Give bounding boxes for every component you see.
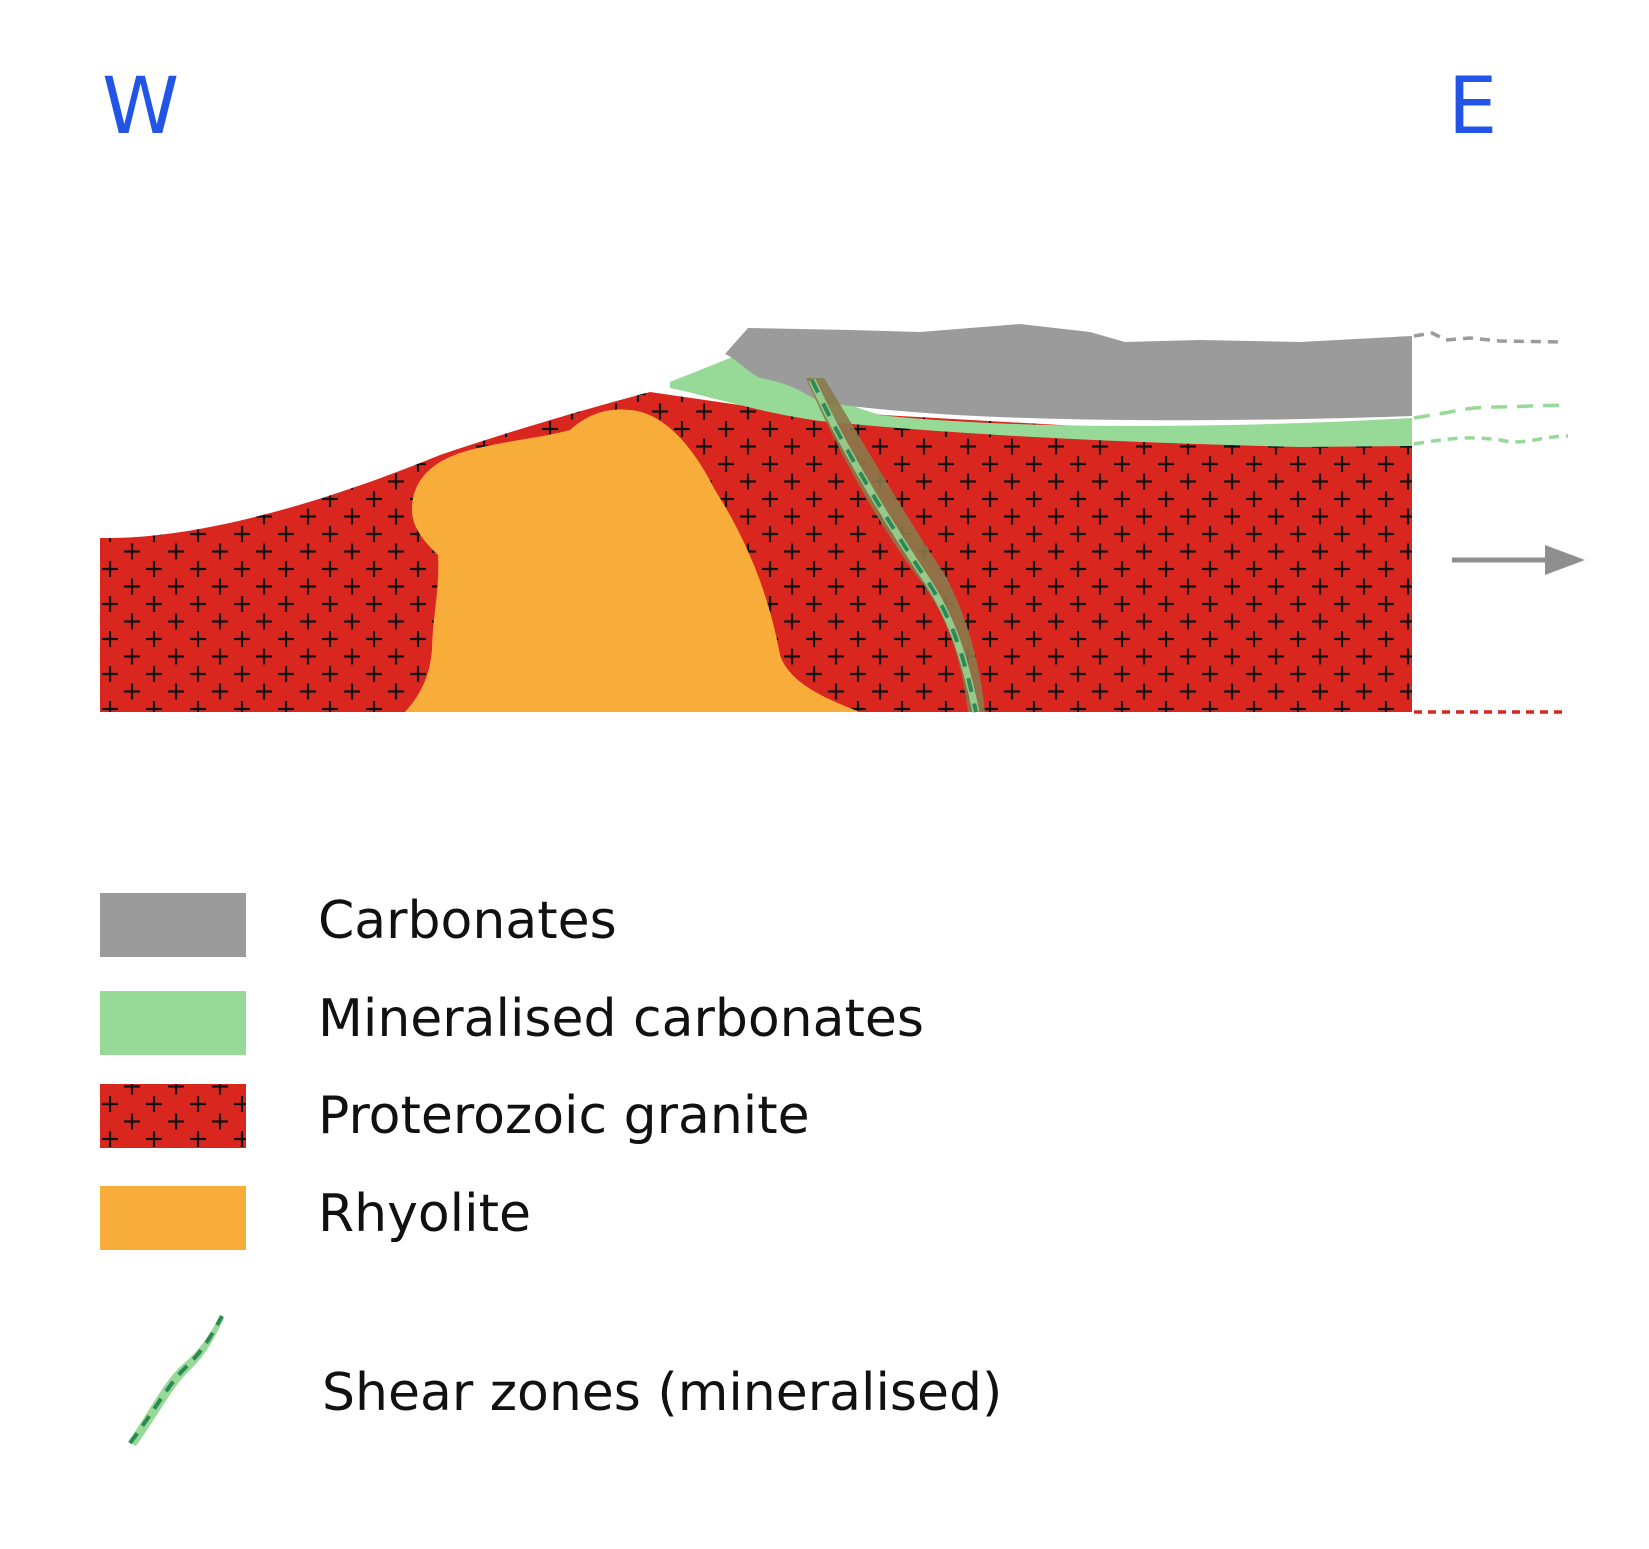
shear-zone-dashes [810, 379, 978, 713]
east-label: E [1448, 62, 1497, 152]
mincarb-base-continuation-line [1413, 434, 1569, 446]
legend-label-mineralised-carbonates: Mineralised carbonates [318, 989, 924, 1049]
mineralised-carbonates-layer [670, 356, 1412, 447]
legend-swatch-shear-zone-icon [128, 1315, 224, 1446]
legend-swatch-rhyolite [100, 1186, 246, 1250]
legend-label-granite: Proterozoic granite [318, 1086, 810, 1146]
eastward-arrow-icon [1452, 545, 1585, 575]
west-label: W [102, 62, 179, 152]
legend-swatch-carbonates [100, 893, 246, 957]
carbonates-continuation-line [1413, 331, 1563, 344]
eastward-continuation [1413, 331, 1569, 714]
mincarb-top-continuation-line [1413, 403, 1567, 420]
legend: Carbonates Mineralised carbonates Proter… [100, 891, 1002, 1446]
rhyolite-intrusion [405, 409, 860, 712]
legend-swatch-granite-crosses [100, 1084, 246, 1148]
legend-swatch-mineralised-carbonates [100, 991, 246, 1055]
carbonates-layer [725, 324, 1412, 421]
legend-label-carbonates: Carbonates [318, 891, 617, 951]
legend-label-shear-zones: Shear zones (mineralised) [322, 1363, 1002, 1423]
legend-label-rhyolite: Rhyolite [318, 1184, 531, 1244]
shear-zone [806, 378, 985, 713]
